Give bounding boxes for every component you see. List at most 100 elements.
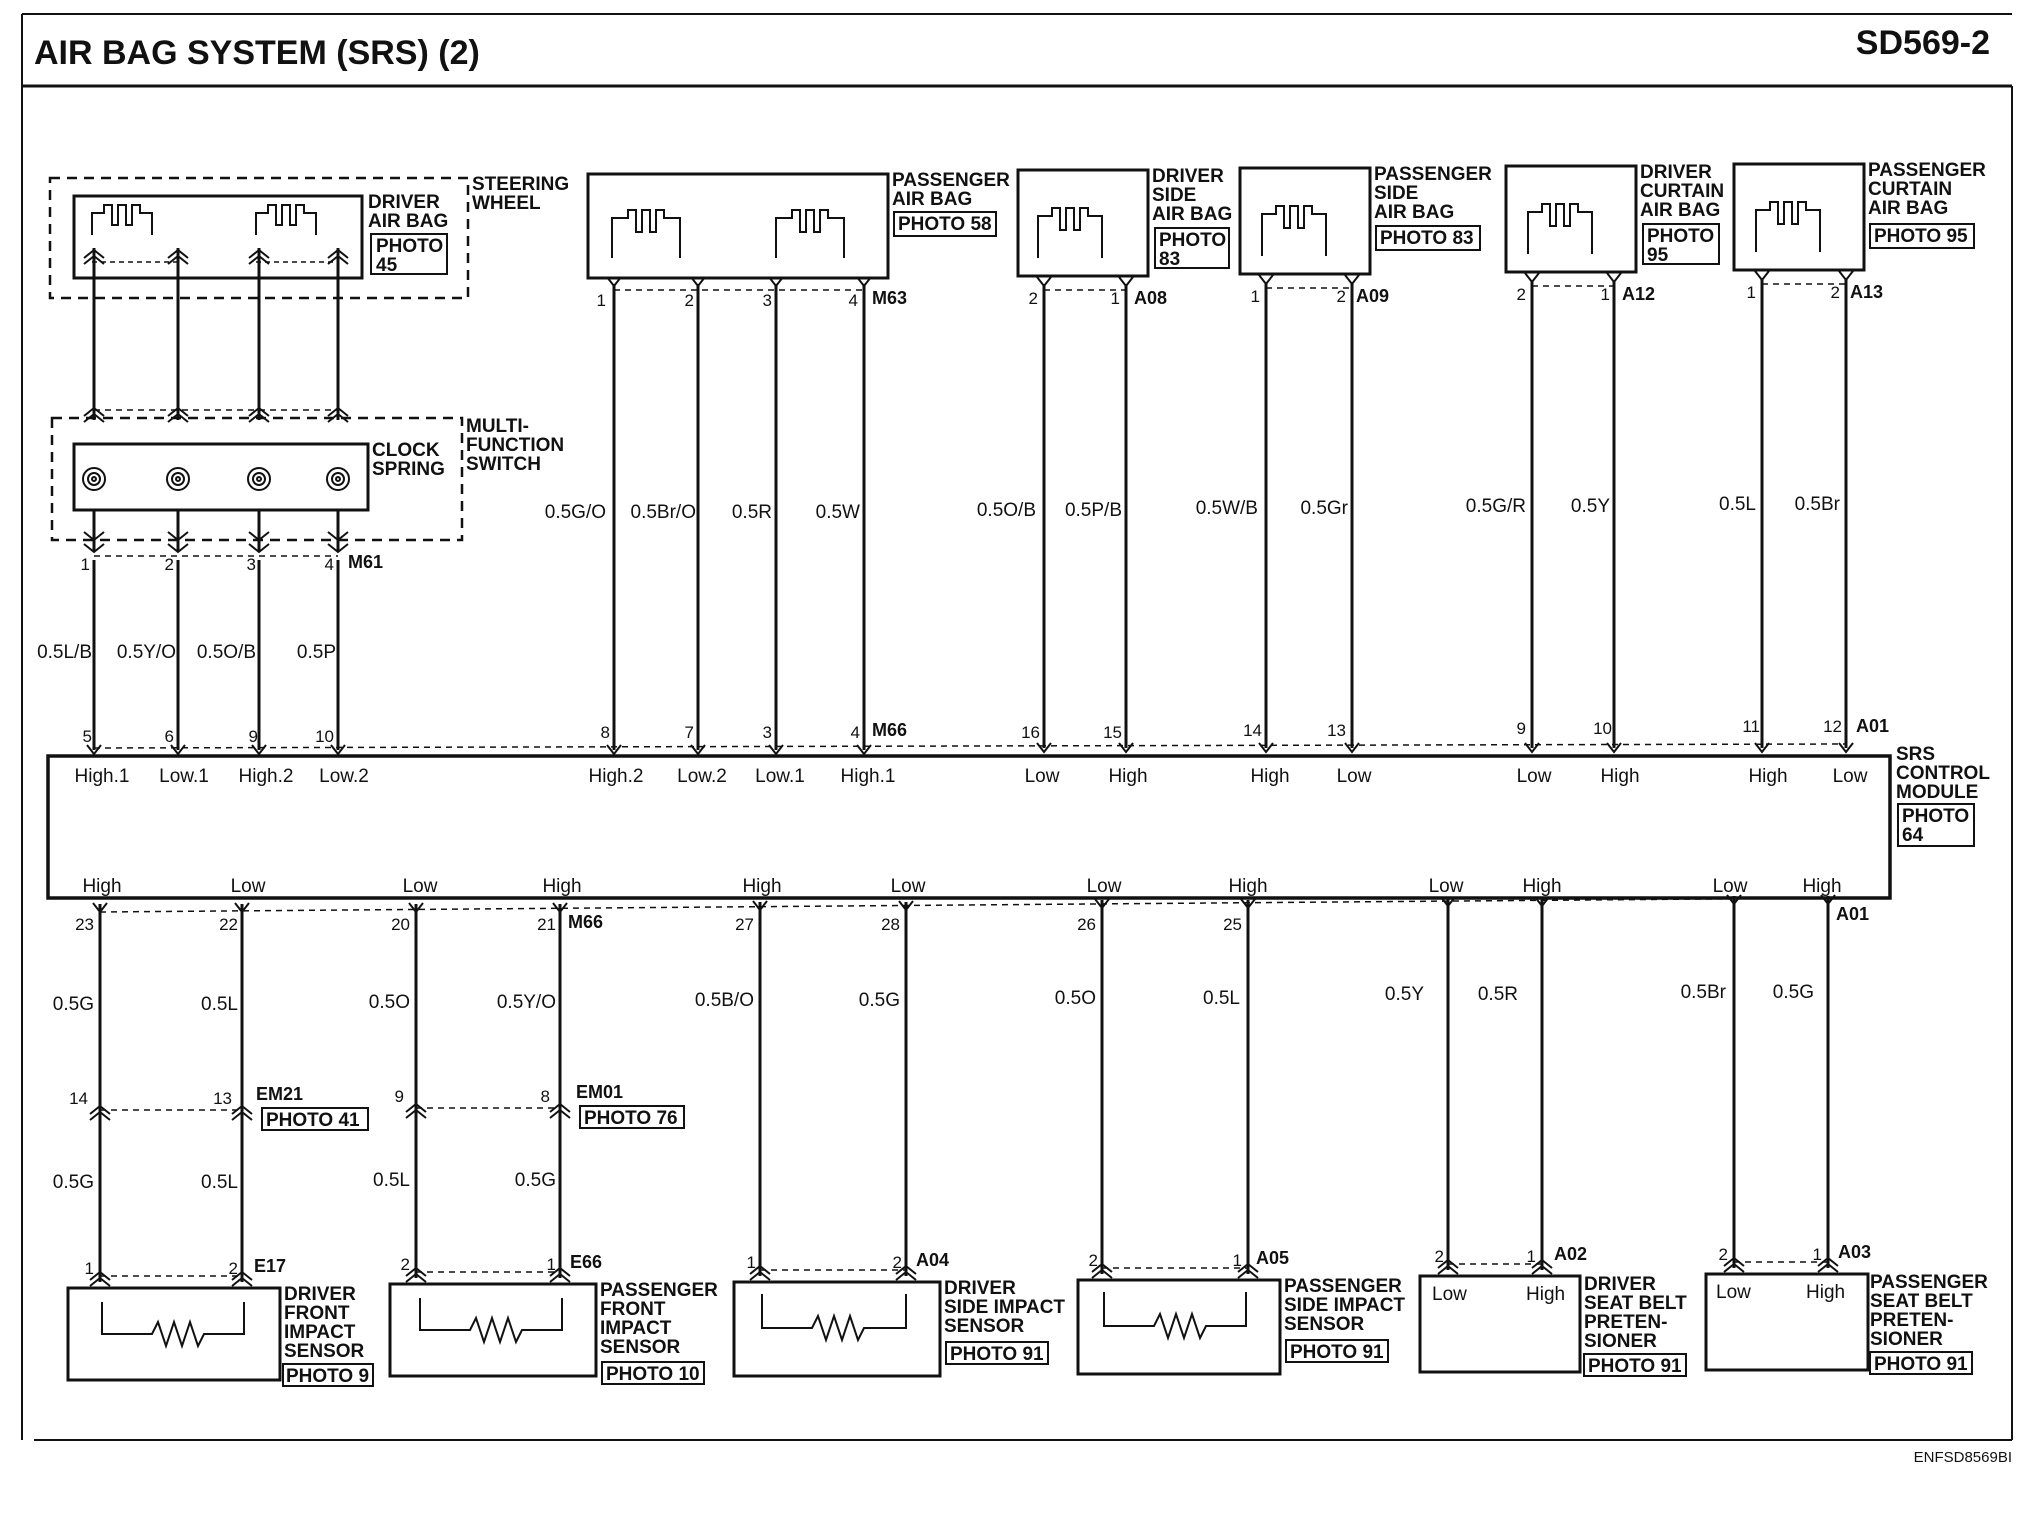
connector-arrow-up — [1723, 1256, 1745, 1273]
connector-arrow-up — [89, 1104, 111, 1121]
pin-terminal — [1118, 276, 1134, 288]
wire-dsab2: 0.5P/B — [1065, 500, 1122, 521]
conn-em01: EM01 — [576, 1082, 623, 1102]
module-terminal — [1838, 742, 1854, 754]
conn-m66-bottom: M66 — [568, 912, 603, 932]
conn-e17: E17 — [254, 1256, 286, 1276]
pin-module: 14 — [1243, 721, 1262, 740]
connector-labels: M61 M63 M66 A08 A09 A12 A13 A01 M66 A01 … — [254, 282, 1889, 1276]
module-signal-bottom: Low — [1429, 876, 1464, 897]
connector-arrows — [83, 248, 1854, 1287]
psbp-low: Low — [1716, 1282, 1751, 1303]
module-terminal — [1726, 894, 1742, 906]
connector-arrow-up — [83, 248, 105, 265]
wire-pfis-lower2: 0.5G — [515, 1170, 556, 1191]
conn-em21: EM21 — [256, 1084, 303, 1104]
conn-a13: A13 — [1850, 282, 1883, 302]
conn-a08: A08 — [1134, 288, 1167, 308]
wire-dfis-upper2: 0.5L — [201, 994, 238, 1015]
passenger-front-impact-sensor-photo: PHOTO 10 — [606, 1364, 700, 1385]
module-signal-bottom: Low — [1087, 876, 1122, 897]
module-signal-top: Low.2 — [677, 766, 727, 787]
module-terminal — [1036, 742, 1052, 754]
connector-arrow-up — [89, 1270, 111, 1287]
wire-pfis-upper1: 0.5O — [369, 992, 410, 1013]
connector-arrow-up — [327, 406, 349, 423]
pin-a03: 1 — [1813, 1245, 1822, 1264]
module-signal-top: Low — [1337, 766, 1372, 787]
connector-arrow-up — [231, 1104, 253, 1121]
pin-terminal — [1754, 270, 1770, 282]
pin-module: 5 — [83, 727, 92, 746]
pin-module: 22 — [219, 915, 238, 934]
wire-psis2: 0.5L — [1203, 988, 1240, 1009]
connector-arrow-down — [83, 543, 105, 554]
module-terminal — [1754, 742, 1770, 754]
passenger-side-impact-sensor-photo: PHOTO 91 — [1290, 1342, 1384, 1363]
module-signal-bottom: Low — [231, 876, 266, 897]
wire-ds4: 0.5P — [297, 642, 336, 663]
conn-a01-top: A01 — [1856, 716, 1889, 736]
pin-a05: 2 — [1089, 1251, 1098, 1270]
module-terminal — [1820, 894, 1836, 906]
wire-ds1: 0.5L/B — [37, 642, 92, 663]
pin-terminal — [1606, 272, 1622, 284]
conn-a02: A02 — [1554, 1244, 1587, 1264]
pin-m63: 2 — [685, 291, 694, 310]
pin-em21: 14 — [69, 1089, 88, 1108]
pin-module: 15 — [1103, 723, 1122, 742]
connector-arrow-down — [327, 531, 349, 542]
pin-terminal — [1838, 270, 1854, 282]
pin-a12: 2 — [1517, 285, 1526, 304]
dsbp-high: High — [1526, 1284, 1565, 1305]
module-terminal — [856, 744, 872, 756]
wire-dsis1: 0.5B/O — [695, 990, 754, 1011]
pin-e66: 2 — [401, 1255, 410, 1274]
pin-terminal — [768, 276, 784, 288]
module-signal-top: Low.1 — [159, 766, 209, 787]
wire-dfis-lower1: 0.5G — [53, 1172, 94, 1193]
wire-pfis-lower1: 0.5L — [373, 1170, 410, 1191]
wire-ds2: 0.5Y/O — [117, 642, 176, 663]
connector-arrow-down — [167, 531, 189, 542]
module-terminal — [552, 902, 568, 914]
module-signal-bottom: High — [1802, 876, 1841, 897]
pin-module: 21 — [537, 915, 556, 934]
module-terminal — [690, 744, 706, 756]
pin-em01: 9 — [395, 1087, 404, 1106]
module-signal-bottom: High — [542, 876, 581, 897]
pin-em01: 8 — [541, 1087, 550, 1106]
connector-arrow-up — [167, 406, 189, 423]
module-top-dash — [93, 743, 1847, 749]
pin-module: 16 — [1021, 723, 1040, 742]
module-terminal — [408, 902, 424, 914]
module-signal-top: High — [1250, 766, 1289, 787]
wire-psis1: 0.5O — [1055, 988, 1096, 1009]
pin-m63: 4 — [849, 291, 858, 310]
page-title: AIR BAG SYSTEM (SRS) (2) — [34, 34, 480, 72]
pin-module: 27 — [735, 915, 754, 934]
module-signal-bottom: High — [82, 876, 121, 897]
pin-module: 6 — [165, 727, 174, 746]
module-signal-bottom: Low — [1713, 876, 1748, 897]
module-signal-bottom: Low — [891, 876, 926, 897]
wire-dfis-upper1: 0.5G — [53, 994, 94, 1015]
conn-e66: E66 — [570, 1252, 602, 1272]
conn-a12: A12 — [1622, 284, 1655, 304]
passenger-side-air-bag-photo: PHOTO 83 — [1380, 228, 1474, 249]
passenger-air-bag-photo: PHOTO 58 — [898, 214, 992, 235]
